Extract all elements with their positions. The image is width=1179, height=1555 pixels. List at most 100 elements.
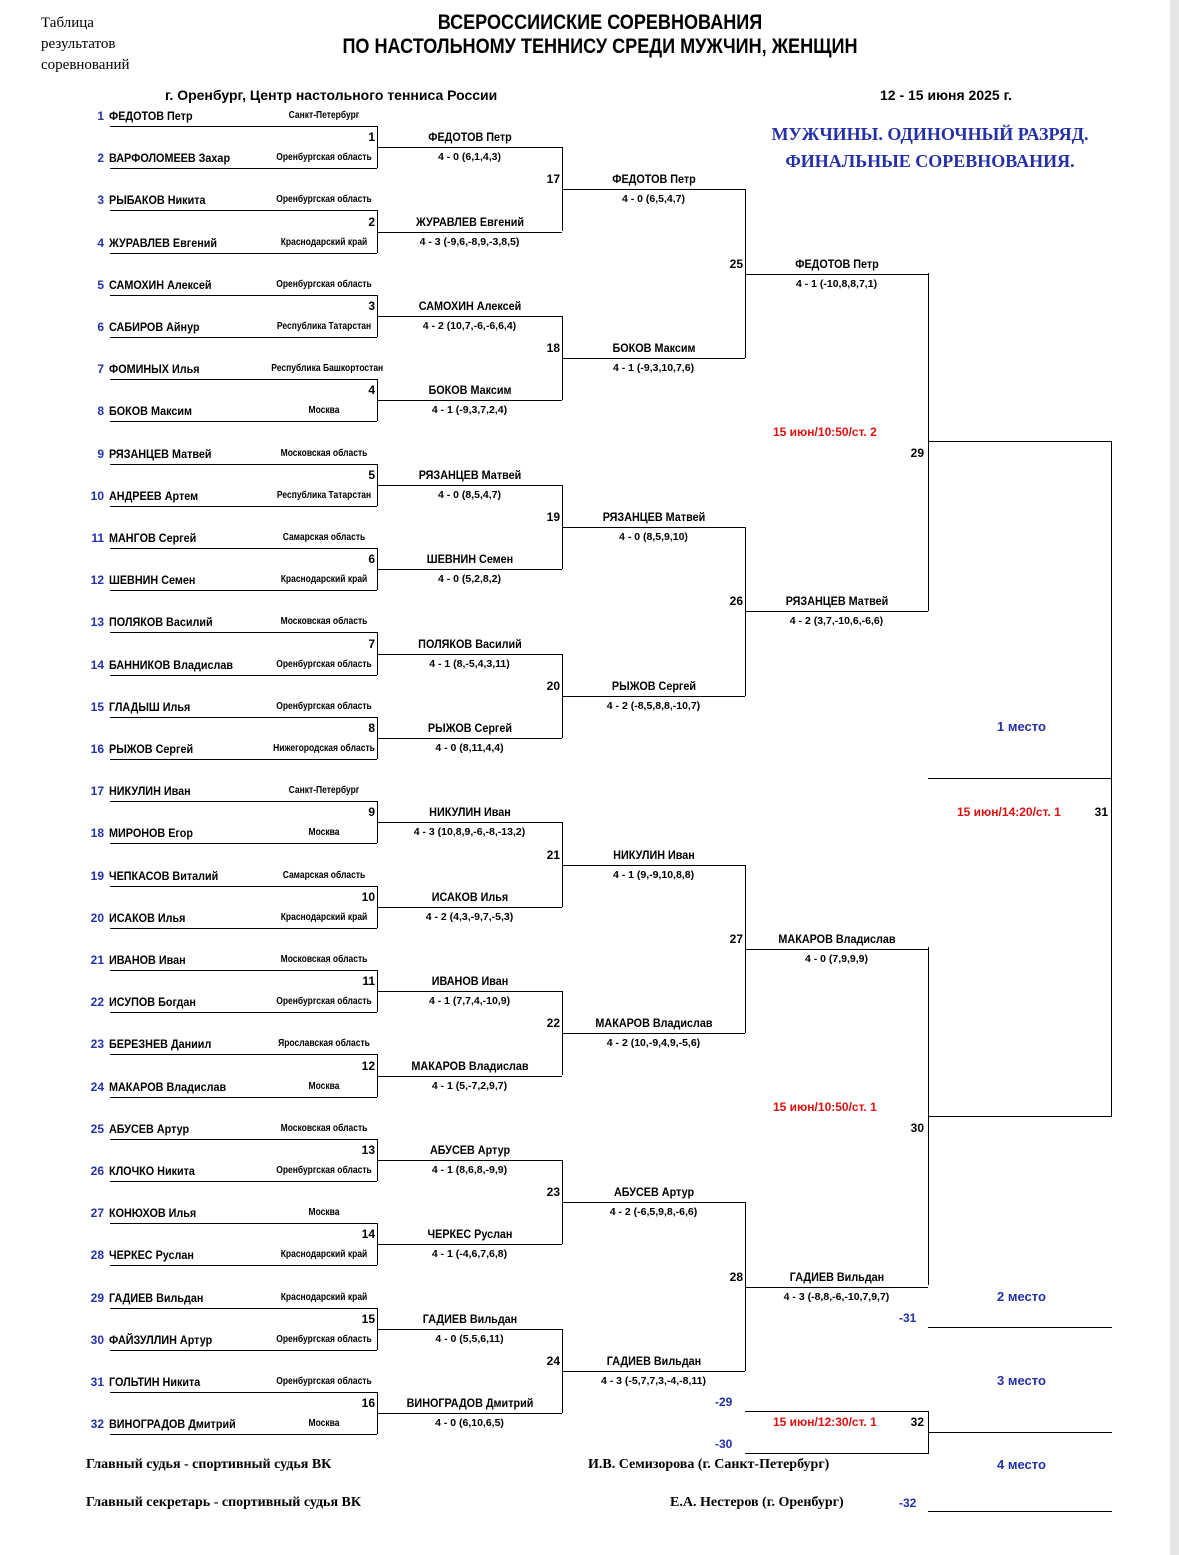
m32-upper	[745, 1411, 929, 1412]
match-connector	[377, 210, 378, 253]
player-seed: 30	[90, 1332, 104, 1347]
player-seed: 27	[90, 1206, 104, 1221]
player-name: БАННИКОВ Владислав	[109, 657, 233, 672]
match-connector	[562, 315, 563, 401]
match-score: 4 - 3 (-5,7,7,3,-4,-8,11)	[600, 1374, 707, 1387]
player-line	[110, 168, 377, 170]
match-number: 27	[729, 931, 743, 946]
player-line	[110, 759, 377, 760]
player-region: Москва	[308, 405, 340, 417]
match-winner-line	[562, 1370, 745, 1372]
match-score: 4 - 3 (-8,8,-6,-10,7,9,7)	[783, 1290, 890, 1303]
corner-label: Таблица результатов соревнований	[41, 15, 130, 73]
player-region: Самарская область	[282, 869, 366, 881]
match-score: 4 - 0 (6,5,4,7)	[621, 193, 686, 206]
match-winner-line	[377, 315, 562, 317]
m30-out	[928, 1116, 1112, 1117]
match-winner: ВИНОГРАДОВ Дмитрий	[406, 1396, 533, 1411]
player-line	[110, 843, 377, 845]
match-score: 4 - 0 (8,11,4,4)	[435, 741, 504, 754]
match-29-number: 29	[910, 446, 924, 460]
match-winner-line	[377, 1075, 562, 1077]
player-seed: 18	[90, 826, 104, 841]
match-winner: РЫЖОВ Сергей	[611, 678, 696, 693]
match-winner: НИКУЛИН Иван	[428, 805, 511, 820]
match-number: 3	[368, 298, 375, 313]
match-number: 12	[361, 1058, 375, 1073]
match-connector	[562, 484, 563, 570]
match-winner: МАКАРОВ Владислав	[777, 931, 896, 946]
player-region: Краснодарский край	[280, 236, 368, 248]
player-region: Ярославская область	[278, 1038, 370, 1050]
match-score: 4 - 1 (5,-7,2,9,7)	[431, 1079, 508, 1092]
player-region: Оренбургская область	[276, 152, 372, 164]
match-winner: РЯЗАНЦЕВ Матвей	[602, 509, 705, 524]
match-score: 4 - 1 (9,-9,10,8,8)	[612, 868, 695, 881]
match-score: 4 - 1 (-9,3,7,2,4)	[431, 404, 508, 417]
player-name: ГЛАДЫШ Илья	[109, 699, 191, 714]
player-region: Санкт-Петербург	[288, 785, 360, 797]
player-region: Москва	[308, 1080, 340, 1092]
match-connector	[377, 1054, 378, 1097]
match-score: 4 - 0 (5,5,6,11)	[435, 1332, 504, 1345]
match-score: 4 - 2 (10,7,-6,-6,6,4)	[422, 319, 517, 332]
match-connector	[377, 1223, 378, 1266]
match-connector	[562, 147, 563, 232]
player-name: МАНГОВ Сергей	[109, 531, 197, 545]
player-name: ВИНОГРАДОВ Дмитрий	[109, 1417, 236, 1432]
schedule-30: 15 июн/10:50/ст. 1	[773, 1100, 877, 1114]
player-seed: 1	[97, 109, 104, 123]
match-winner-line	[562, 189, 745, 191]
player-seed: 24	[90, 1079, 104, 1094]
match-winner-line	[377, 1244, 562, 1246]
player-region: Оренбургская область	[276, 700, 372, 712]
player-seed: 21	[90, 953, 104, 967]
player-line	[110, 716, 377, 718]
schedule-29: 15 июн/10:50/ст. 2	[773, 425, 877, 439]
player-name: ЧЕПКАСОВ Виталий	[109, 868, 219, 883]
match-score: 4 - 1 (8,6,8,-9,9)	[431, 1163, 508, 1176]
player-seed: 9	[97, 446, 104, 461]
player-line	[110, 1138, 377, 1140]
player-region: Оренбургская область	[276, 278, 372, 290]
match-winner-line	[377, 991, 562, 993]
player-name: ИСАКОВ Илья	[109, 910, 186, 925]
match-number: 1	[368, 130, 375, 145]
player-region: Краснодарский край	[280, 1249, 368, 1261]
player-region: Оренбургская область	[276, 1333, 372, 1345]
player-seed: 6	[97, 320, 104, 334]
match-number: 24	[546, 1353, 560, 1368]
place-3-line	[928, 1432, 1112, 1433]
player-region: Оренбургская область	[276, 1376, 372, 1387]
match-winner: МАКАРОВ Владислав	[594, 1016, 713, 1031]
match-winner: БОКОВ Максим	[612, 341, 695, 356]
match-number: 23	[546, 1185, 560, 1200]
match-winner: РЯЗАНЦЕВ Матвей	[418, 467, 521, 482]
player-line	[110, 421, 377, 423]
player-name: ГОЛЬТИН Никита	[109, 1375, 201, 1389]
match-number: 10	[361, 889, 375, 904]
match-winner: ФЕДОТОВ Петр	[611, 172, 696, 187]
player-name: АБУСЕВ Артур	[109, 1121, 190, 1136]
place-2-line	[928, 1327, 1112, 1328]
player-region: Нижегородская область	[273, 743, 375, 754]
match-30-number: 30	[910, 1121, 924, 1135]
player-line	[110, 674, 377, 676]
player-seed: 7	[97, 362, 104, 377]
player-name: ФОМИНЫХ Илья	[109, 362, 200, 377]
player-line	[110, 1349, 377, 1351]
chief-judge-name: И.В. Семизорова (г. Санкт-Петербург)	[588, 1457, 830, 1472]
loser-30: -30	[715, 1437, 733, 1451]
player-name: РЫБАКОВ Никита	[109, 193, 206, 208]
player-line	[110, 590, 377, 592]
match-number: 18	[546, 341, 560, 356]
match-number: 2	[368, 214, 375, 229]
match-number: 14	[361, 1227, 375, 1242]
player-region: Краснодарский край	[280, 911, 368, 923]
match-score: 4 - 1 (-9,3,10,7,6)	[612, 362, 695, 375]
match-winner-line	[562, 358, 745, 360]
player-seed: 4	[97, 235, 104, 250]
player-name: КОНЮХОВ Илья	[109, 1206, 197, 1221]
player-region: Республика Башкортостан	[271, 363, 384, 375]
match-number: 9	[368, 805, 375, 820]
